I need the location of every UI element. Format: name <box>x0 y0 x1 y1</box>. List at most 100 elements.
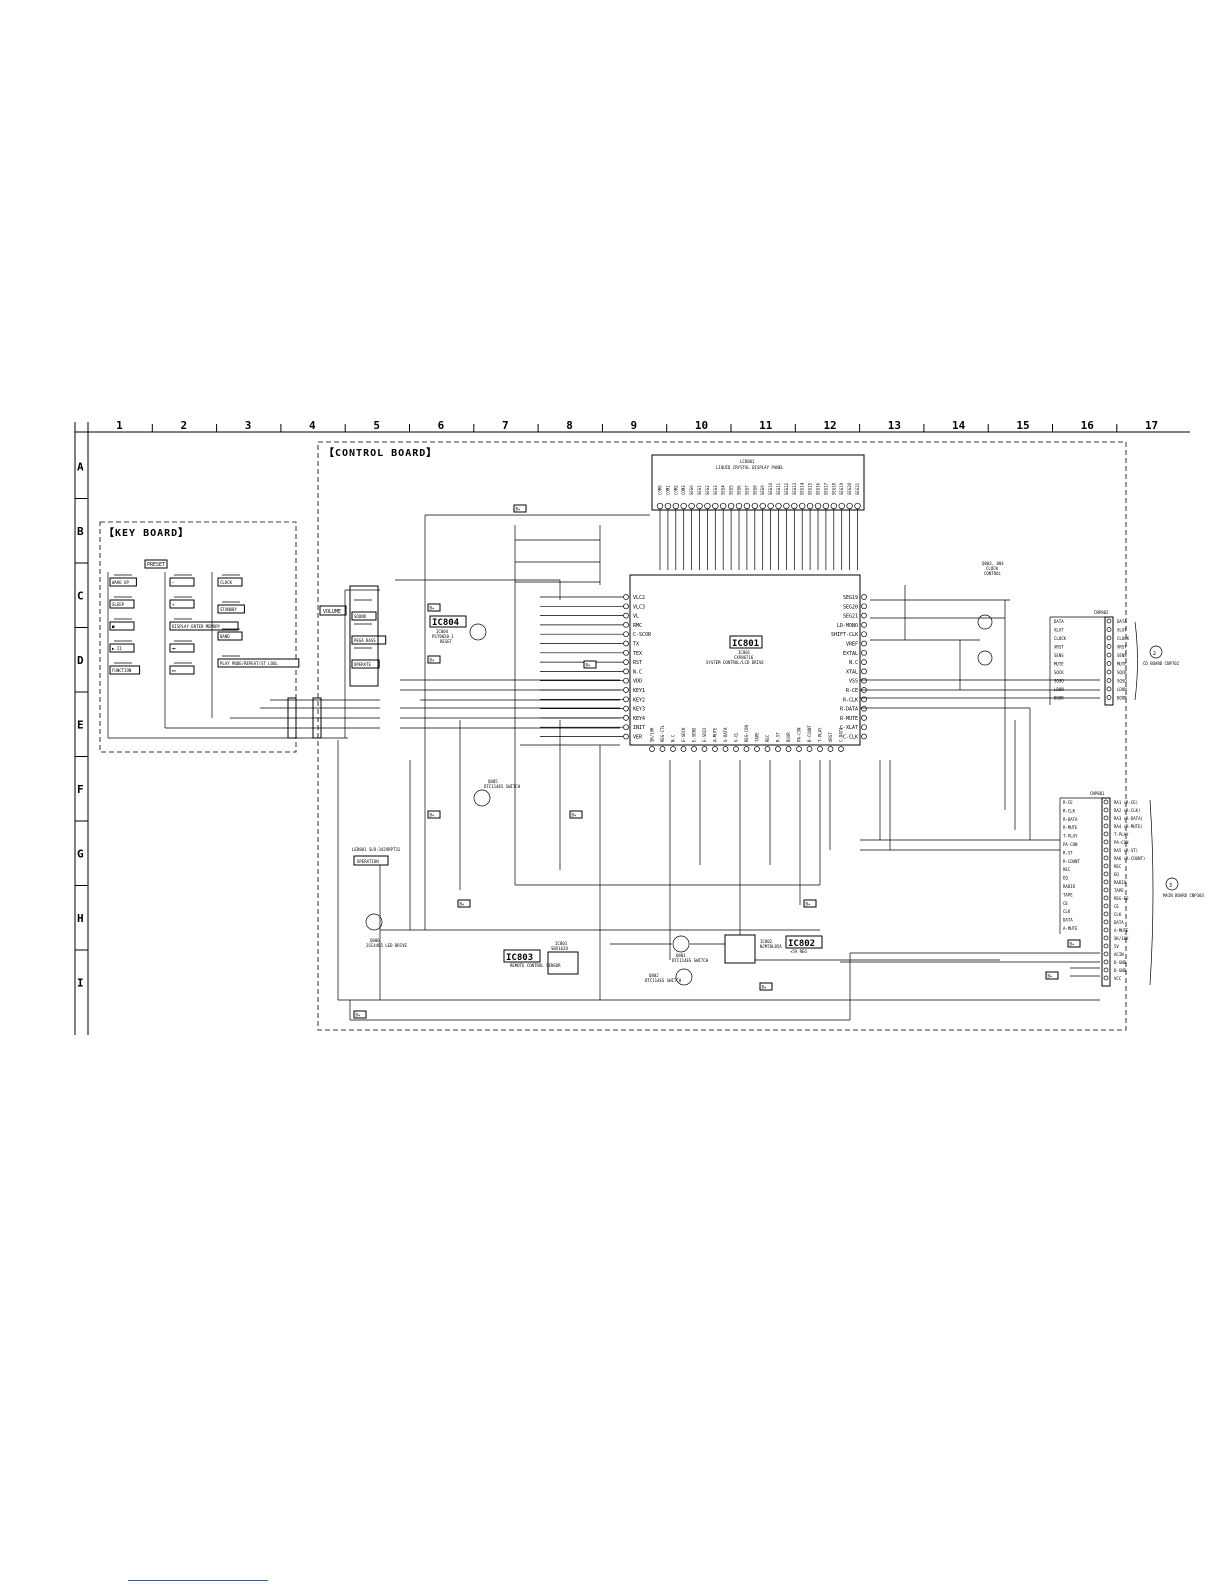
cd-pin-left-label: DATA <box>1054 619 1064 624</box>
lcd-pin-label: SEG12 <box>784 482 789 495</box>
ic801-bottom-pin-label: REC <box>765 734 770 742</box>
column-label: 11 <box>759 419 773 432</box>
key-switch-label: PLAY MODE/REPEAT/ST LOOL <box>220 661 278 666</box>
ic801-pin <box>623 733 629 740</box>
ic801-right-pin-label: SEG21 <box>843 614 858 620</box>
control-label-box <box>351 659 380 669</box>
footer-link-underline[interactable] <box>128 1580 268 1581</box>
lcd-pin <box>696 502 703 510</box>
ic801-right-pin-label: SHIFT-CLK <box>831 632 858 638</box>
control-board-title: 【CONTROL BOARD】 <box>324 446 437 459</box>
ic801-pin <box>861 649 867 656</box>
lcd-pin <box>680 502 687 510</box>
ic801-pin <box>861 668 867 675</box>
ic801-left-pin-label: KEY1 <box>633 688 645 694</box>
ic801-pin <box>623 594 629 600</box>
ic801-pin <box>623 612 629 619</box>
key-label-box <box>109 599 135 609</box>
main-pin <box>1103 919 1109 925</box>
clock-control-line1: CLOCK <box>986 566 999 571</box>
ic801-pin <box>861 677 867 684</box>
cd-board-marker <box>1149 645 1163 659</box>
ic801-left-pin-label: VLC3 <box>633 604 645 610</box>
main-connector-ref: CNP801 <box>1090 791 1105 796</box>
ic801-pin <box>623 715 629 721</box>
column-label: 3 <box>245 419 252 432</box>
cd-pin-label: LDON <box>1117 687 1127 692</box>
key-switch-label: + <box>172 602 175 607</box>
q802-label: Q802 <box>649 973 659 978</box>
cd-pin-left-label: XLAT <box>1054 628 1064 633</box>
main-pin-label: RADIO <box>1114 880 1127 885</box>
main-pin-label: CE <box>1114 904 1119 909</box>
main-left-label: TAPE <box>1063 892 1073 897</box>
lcd-pin-label: COM2 <box>673 485 678 495</box>
q801-desc: DTC114ES SWITCH <box>672 958 709 963</box>
main-board-target: MAIN BOARD CNP303 <box>1163 893 1205 898</box>
key-switch-label: ⏮ <box>172 646 176 651</box>
b-plus-tag <box>427 655 441 664</box>
lcd-ref: LCD801 <box>740 459 755 464</box>
b-plus-label: B+ <box>762 985 767 990</box>
lcd-pin-label: SEG4 <box>721 485 726 495</box>
main-pin-label: REC <box>1114 864 1122 869</box>
main-pin <box>1103 839 1109 845</box>
b-plus-label: B+ <box>430 606 435 611</box>
b-plus-tag <box>1045 971 1059 980</box>
main-pin <box>1103 807 1109 813</box>
lcd-pin-label: SEG16 <box>816 482 821 495</box>
row-label: D <box>77 654 84 667</box>
main-board-marker <box>1165 877 1179 891</box>
lcd-pin <box>712 502 719 510</box>
ic801-bottom-pin-label: E-SDCK <box>681 727 686 742</box>
lcd-pin-label: SEG10 <box>768 482 773 495</box>
volume-label: VOLUME <box>323 609 341 615</box>
main-left-label: R-CE <box>1063 800 1073 805</box>
ic801-left-pin-label: RMC <box>633 623 642 629</box>
main-pin-label: CLK <box>1114 912 1122 917</box>
lcd-pin <box>743 502 751 510</box>
ic801-bottom-pin-label: E-SDIO <box>702 727 707 742</box>
main-pin-label: EQ <box>1114 872 1119 877</box>
ic801-pin <box>796 746 802 752</box>
preset-label: PRESET <box>147 562 165 568</box>
ic801-pin <box>785 746 792 752</box>
key-label-box <box>109 665 141 675</box>
ic801-pin <box>838 746 844 752</box>
ic801-pin <box>733 746 739 752</box>
cd-pin <box>1106 635 1112 641</box>
ic801-label: IC801 <box>732 639 759 649</box>
lcd-pin-label: COM0 <box>658 485 663 495</box>
ic801-bottom-pin-label: XRST <box>828 732 833 742</box>
ic801-right-pin-label: R-CLK <box>843 697 858 703</box>
ic802-label: IC802 <box>788 939 815 949</box>
ic801-left-pin-label: RST <box>633 660 642 666</box>
main-pin-label: SK/10K <box>1114 936 1129 941</box>
key-board-region: 【KEY BOARD】 <box>99 521 297 753</box>
row-label: G <box>77 847 84 860</box>
lcd-pin <box>727 502 735 510</box>
b-plus-tag <box>803 899 817 908</box>
ic804-desc: RESET <box>440 639 453 644</box>
key-label-box <box>169 621 239 631</box>
main-pin <box>1103 815 1109 821</box>
main-pin-label: TAPE <box>1114 888 1124 893</box>
lcd-pin-label: SEG3 <box>713 485 718 495</box>
cd-connector-ref: CNP802 <box>1094 610 1109 615</box>
main-pin <box>1103 967 1109 973</box>
key-switch-label: FUNCTION <box>112 668 132 673</box>
cd-pin-label: SQCK <box>1117 670 1127 675</box>
ic801-bottom-pin-label: REG-CON <box>744 725 749 742</box>
ic801-left-pin-label: INIT <box>633 725 645 731</box>
main-pin <box>1103 863 1109 869</box>
ic801-pin <box>861 705 867 712</box>
ic801-pin <box>670 746 676 752</box>
lcd-pin <box>688 502 695 510</box>
cd-pin <box>1106 618 1112 624</box>
b-plus-label: B+ <box>430 813 435 818</box>
lcd-pin-label: SEG14 <box>800 482 805 495</box>
lcd-pin <box>720 502 727 510</box>
cd-pin-left-label: MUTE <box>1054 662 1064 667</box>
cd-connector-pins: DATADATAXLATXLATCLOCKCLOCKXRSTXRSTSENSSE… <box>1054 618 1130 701</box>
